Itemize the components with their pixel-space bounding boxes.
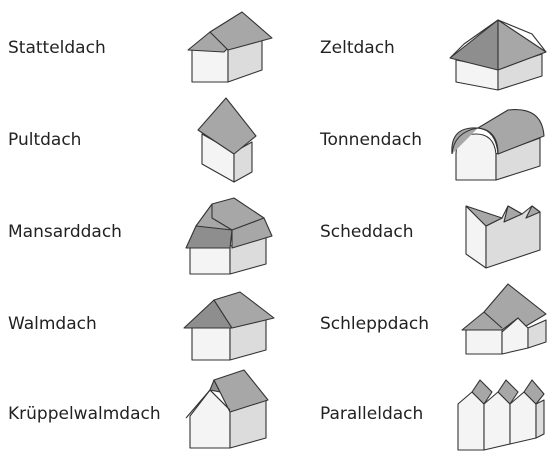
barrel-roof-icon	[446, 104, 546, 186]
parallel-roof-icon	[446, 374, 546, 456]
roof-type-label: Pultdach	[8, 130, 81, 150]
roof-type-label: Statteldach	[8, 38, 106, 58]
roof-type-label: Zeltdach	[320, 38, 395, 58]
roof-type-label: Scheddach	[320, 222, 414, 242]
roof-type-label: Paralleldach	[320, 404, 423, 424]
shed-roof-icon	[182, 98, 282, 180]
gable-roof-icon	[182, 8, 282, 90]
hip-roof-icon	[182, 286, 282, 368]
sawtooth-roof-icon	[446, 196, 546, 278]
roof-type-label: Mansarddach	[8, 222, 122, 242]
roof-type-label: Walmdach	[8, 314, 97, 334]
half-hip-roof-icon	[182, 370, 282, 452]
catslide-roof-icon	[446, 284, 546, 366]
pyramid-roof-icon	[446, 14, 546, 96]
roof-type-label: Schleppdach	[320, 314, 429, 334]
mansard-roof-icon	[182, 196, 282, 278]
roof-type-label: Tonnendach	[320, 130, 422, 150]
roof-type-label: Krüppelwalmdach	[8, 404, 161, 424]
